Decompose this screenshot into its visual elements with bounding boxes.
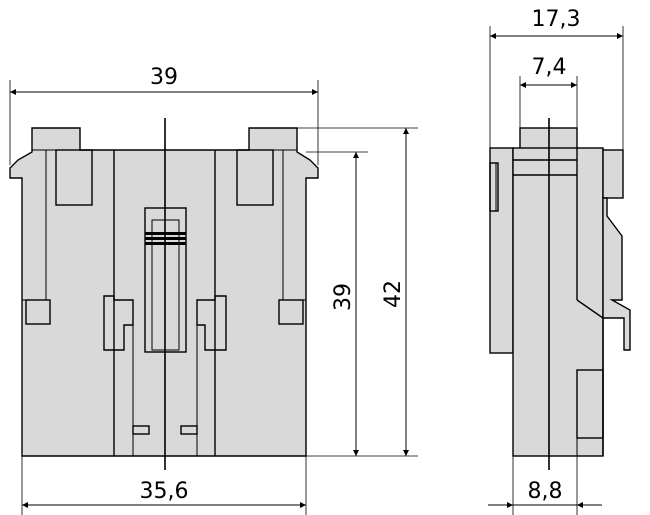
front-view bbox=[9, 118, 319, 470]
front-left-window bbox=[55, 149, 93, 206]
dim-side-width-top: 7,4 bbox=[532, 55, 567, 80]
side-dimensions: 17,3 7,4 8,8 bbox=[488, 7, 624, 515]
side-view bbox=[489, 118, 631, 470]
side-main-body bbox=[512, 147, 604, 457]
side-rear-flange bbox=[489, 147, 514, 354]
front-right-window bbox=[236, 149, 274, 206]
dim-front-width-bottom: 35,6 bbox=[140, 479, 189, 504]
dim-front-height-inner: 39 bbox=[331, 283, 356, 311]
dim-side-width-bottom: 8,8 bbox=[528, 479, 563, 504]
side-latch bbox=[602, 197, 631, 351]
dim-front-width-top: 39 bbox=[150, 65, 178, 90]
front-dimensions: 39 39 42 35,6 bbox=[9, 65, 418, 515]
dim-side-width-total: 17,3 bbox=[532, 7, 581, 32]
dim-front-height-total: 42 bbox=[381, 280, 406, 308]
